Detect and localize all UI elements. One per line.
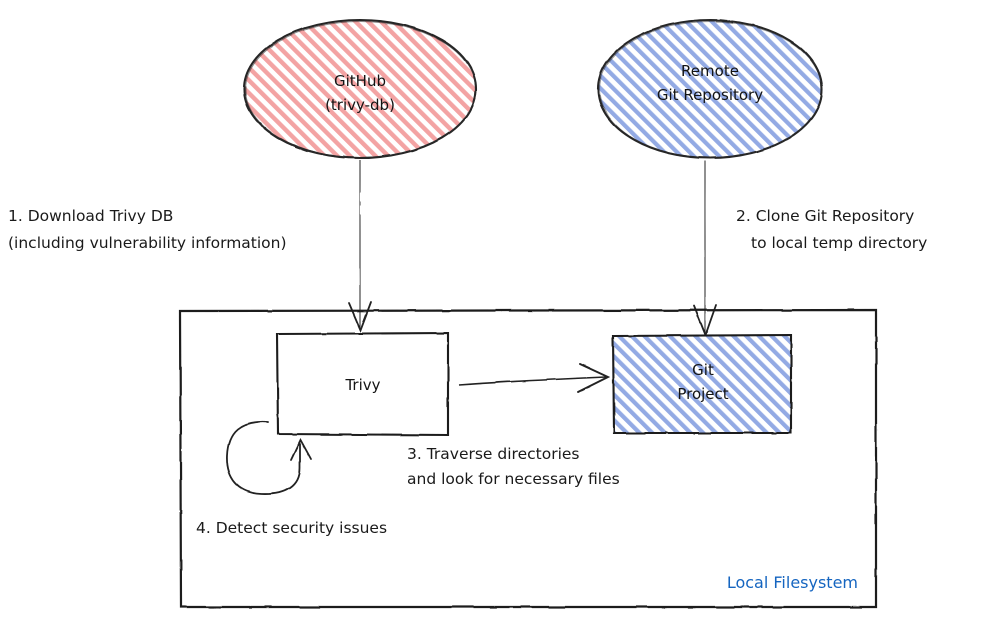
local-filesystem-label: Local Filesystem <box>727 573 858 592</box>
arrow-trivy-self-loop-line <box>226 420 301 495</box>
remote-repo-ellipse-outline-2 <box>598 20 823 159</box>
step-3-line2: and look for necessary files <box>407 470 620 488</box>
trivy-label: Trivy <box>344 376 380 394</box>
local-filesystem-border <box>178 308 878 609</box>
git-project-box-fill <box>613 335 791 433</box>
step-4-label: 4. Detect security issues <box>196 519 387 537</box>
github-label-line2: (trivy-db) <box>325 96 395 114</box>
node-github[interactable]: GitHub (trivy-db) <box>242 18 478 160</box>
trivy-box-border <box>275 331 450 437</box>
arrow-trivy-self-loop-head <box>290 438 312 461</box>
step-3-line1: 3. Traverse directories <box>407 445 579 463</box>
arrow-trivy-to-git-project <box>458 363 611 393</box>
node-remote-git-repository[interactable]: Remote Git Repository <box>596 18 824 160</box>
step-1-line1: 1. Download Trivy DB <box>8 207 173 225</box>
github-ellipse-outline-2 <box>244 20 477 159</box>
step-1-label: 1. Download Trivy DB (including vulnerab… <box>8 207 287 252</box>
git-project-label-line2: Project <box>677 385 728 403</box>
git-project-box-border <box>611 333 793 435</box>
trivy-box-fill <box>277 333 448 435</box>
arrow-trivy-to-git-project-line <box>458 376 607 386</box>
node-local-filesystem[interactable]: Local Filesystem <box>178 308 878 609</box>
remote-repo-label-line2: Git Repository <box>657 86 763 104</box>
node-git-project[interactable]: Git Project <box>611 333 793 435</box>
step-4-line1: 4. Detect security issues <box>196 519 387 537</box>
remote-repo-ellipse-fill <box>598 20 822 158</box>
github-ellipse-fill <box>244 20 476 158</box>
arrow-trivy-to-git-project-head <box>577 363 611 393</box>
step-1-line2: (including vulnerability information) <box>8 234 287 252</box>
github-label-line1: GitHub <box>334 72 386 90</box>
arrow-repo-to-git-project <box>693 160 717 338</box>
step-2-line1: 2. Clone Git Repository <box>736 207 914 225</box>
git-project-label-line1: Git <box>692 361 714 379</box>
step-3-label: 3. Traverse directories and look for nec… <box>407 445 620 488</box>
arrow-trivy-self-loop <box>226 420 312 495</box>
arrow-github-to-trivy <box>348 159 372 333</box>
step-2-label: 2. Clone Git Repository to local temp di… <box>736 207 927 252</box>
node-trivy[interactable]: Trivy <box>275 331 450 437</box>
remote-repo-label-line1: Remote <box>681 62 739 80</box>
step-2-line2: to local temp directory <box>751 234 927 252</box>
